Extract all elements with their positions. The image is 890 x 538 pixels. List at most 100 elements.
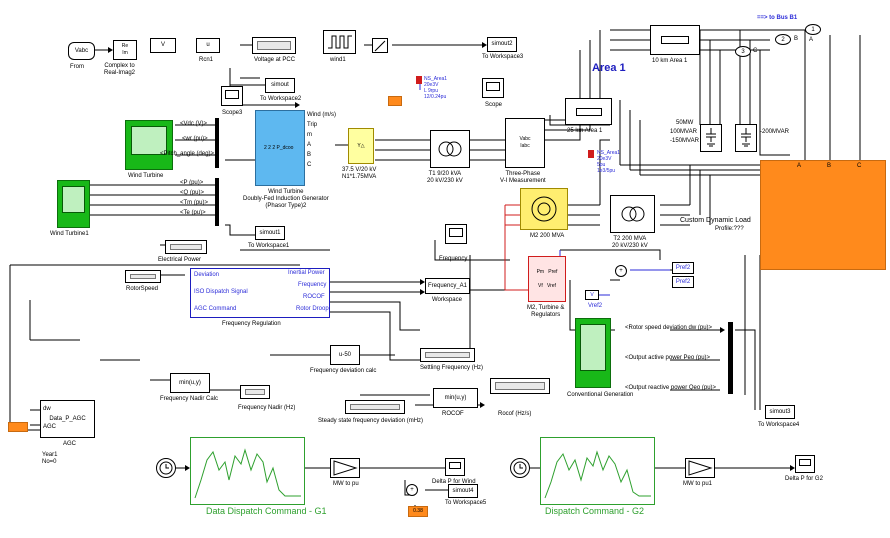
step-orange-block[interactable] (388, 96, 402, 106)
transformer-n[interactable]: Y△ (348, 128, 374, 164)
freq-reg-out-frequency: Frequency (298, 282, 326, 289)
wind1-caption: wind1 (330, 57, 346, 64)
agc-const-orange[interactable] (8, 422, 28, 432)
scope3-block[interactable] (221, 86, 243, 106)
clock-g2[interactable] (510, 458, 530, 478)
display-face (425, 352, 470, 358)
wind1-block[interactable] (323, 30, 356, 54)
rcn-symbol: u (206, 42, 209, 49)
freq-nadir-display[interactable] (240, 385, 270, 399)
bus-selector-2[interactable] (215, 178, 219, 226)
outport-3-label: C (753, 48, 757, 55)
frequency-scope[interactable] (445, 224, 467, 244)
sel-label-q: <Q (pu)> (180, 190, 204, 197)
scope-face (486, 82, 500, 91)
line-10km-block[interactable] (650, 25, 700, 55)
display-face (245, 389, 265, 395)
synchronous-machine-m2[interactable] (520, 188, 568, 230)
electrical-power-display[interactable] (165, 240, 207, 254)
transformer-icon (435, 135, 465, 163)
mw-50-label: 50MW (676, 120, 693, 127)
simout2-block[interactable]: simout2 (487, 37, 517, 52)
selector-block[interactable]: V (150, 38, 176, 53)
fcn-label: min(u,y) (179, 380, 201, 387)
steady-state-display[interactable] (345, 400, 405, 414)
freq-nadir-calc-caption: Frequency Nadir Calc (160, 396, 218, 403)
frequency-a1-block[interactable]: Frequency_A1 (425, 278, 470, 294)
outport-1[interactable]: 1 (805, 24, 821, 35)
settling-frequency-caption: Settling Frequency (Hz) (420, 365, 483, 372)
conv-gen-caption: Conventional Generation (567, 392, 633, 399)
simout-ws2-block[interactable]: simout (265, 78, 295, 93)
outport-1-label: A (809, 37, 813, 44)
rcn-block[interactable]: u (196, 38, 220, 53)
wind-turbine1-scope[interactable] (57, 180, 90, 228)
dfig-block[interactable]: 2 2 2 P_dcoo (255, 110, 305, 186)
sum-symbol: + (619, 268, 623, 274)
rotor-speed-display[interactable] (125, 270, 161, 283)
wind-turbine-scope[interactable] (125, 120, 173, 170)
mvar-150-label: -150MVAR (670, 138, 699, 145)
transformer-glyph: Y△ (357, 143, 364, 150)
transformer-t2[interactable] (610, 195, 655, 233)
vref-const[interactable]: V (585, 290, 599, 300)
red-marker-2 (588, 150, 594, 158)
shunt-rlc-2[interactable] (735, 124, 757, 152)
rocof-hz-caption: Rocof (Hz/s) (498, 411, 531, 418)
mw-to-pu-gain[interactable] (330, 458, 360, 478)
wind-turbine-caption: Wind Turbine (128, 173, 163, 180)
sel-label-tm: <Tm (pu)> (180, 200, 208, 207)
dfig-values: 2 2 2 P_dcoo (264, 145, 293, 152)
shunt-rlc-1[interactable] (700, 124, 722, 152)
transformer-t1[interactable] (430, 130, 470, 168)
delta-p-wind-scope[interactable] (445, 458, 465, 476)
dfig-port-trip: Trip (307, 122, 317, 129)
custom-dynamic-load[interactable]: A B C (760, 160, 886, 270)
clock-g1[interactable] (156, 458, 176, 478)
simout3-block[interactable]: simout3 (765, 405, 795, 419)
simout1-block[interactable]: simout1 (255, 226, 285, 240)
rocof-display[interactable] (490, 378, 550, 394)
outport-2[interactable]: 2 (775, 34, 791, 45)
freq-dev-calc-block[interactable]: u-50 (330, 345, 360, 365)
sel-label-te: <Te (pu)> (180, 210, 206, 217)
clock-icon (513, 461, 527, 475)
bus-selector-1[interactable] (215, 118, 219, 168)
freq-reg-out-rocof: ROCOF (303, 294, 325, 301)
transformer-icon (617, 200, 649, 228)
outport-2-label: B (794, 36, 798, 43)
sum-block[interactable]: + (615, 265, 627, 277)
voltage-pcc-display[interactable] (252, 37, 296, 54)
m2-caption: M2 200 MVA (530, 233, 564, 240)
pref2b-block[interactable]: Pref2 (672, 276, 694, 288)
const-038[interactable]: 0.38 (408, 506, 428, 517)
freq-reg-out-inertial: Inertial Power (288, 270, 325, 277)
from-block[interactable]: Vabc (68, 42, 95, 60)
capacitor-icon (737, 126, 755, 150)
scope-block[interactable] (482, 78, 504, 98)
freq-dev-calc-caption: Frequency deviation calc (310, 368, 376, 375)
from-tag: Vabc (75, 48, 88, 55)
outport-3[interactable]: 3 (735, 46, 751, 57)
mw-to-pu1-gain[interactable] (685, 458, 715, 478)
simout4-block[interactable]: simout4 (448, 484, 478, 498)
ratelimit-block[interactable] (372, 38, 388, 53)
rocof-block[interactable]: min(u,y) (433, 388, 478, 408)
conventional-gen-scope[interactable] (575, 318, 611, 388)
freq-nadir-calc-block[interactable]: min(u,y) (170, 373, 210, 393)
line-25km-block[interactable] (565, 98, 612, 125)
settling-frequency-display[interactable] (420, 348, 475, 362)
sum-block-2[interactable]: + (406, 484, 418, 496)
dispatch-g2-lookup[interactable] (540, 437, 655, 505)
sel-label-pitch: <Pitch_angle (deg)> (160, 151, 214, 158)
agc-caption: AGC (63, 441, 76, 448)
display-face (350, 404, 400, 410)
bus-selector-3[interactable] (728, 322, 733, 394)
delta-p-g2-scope[interactable] (795, 455, 815, 473)
pref2-block[interactable]: Pref2 (672, 262, 694, 274)
dispatch-g1-lookup[interactable] (190, 437, 305, 505)
